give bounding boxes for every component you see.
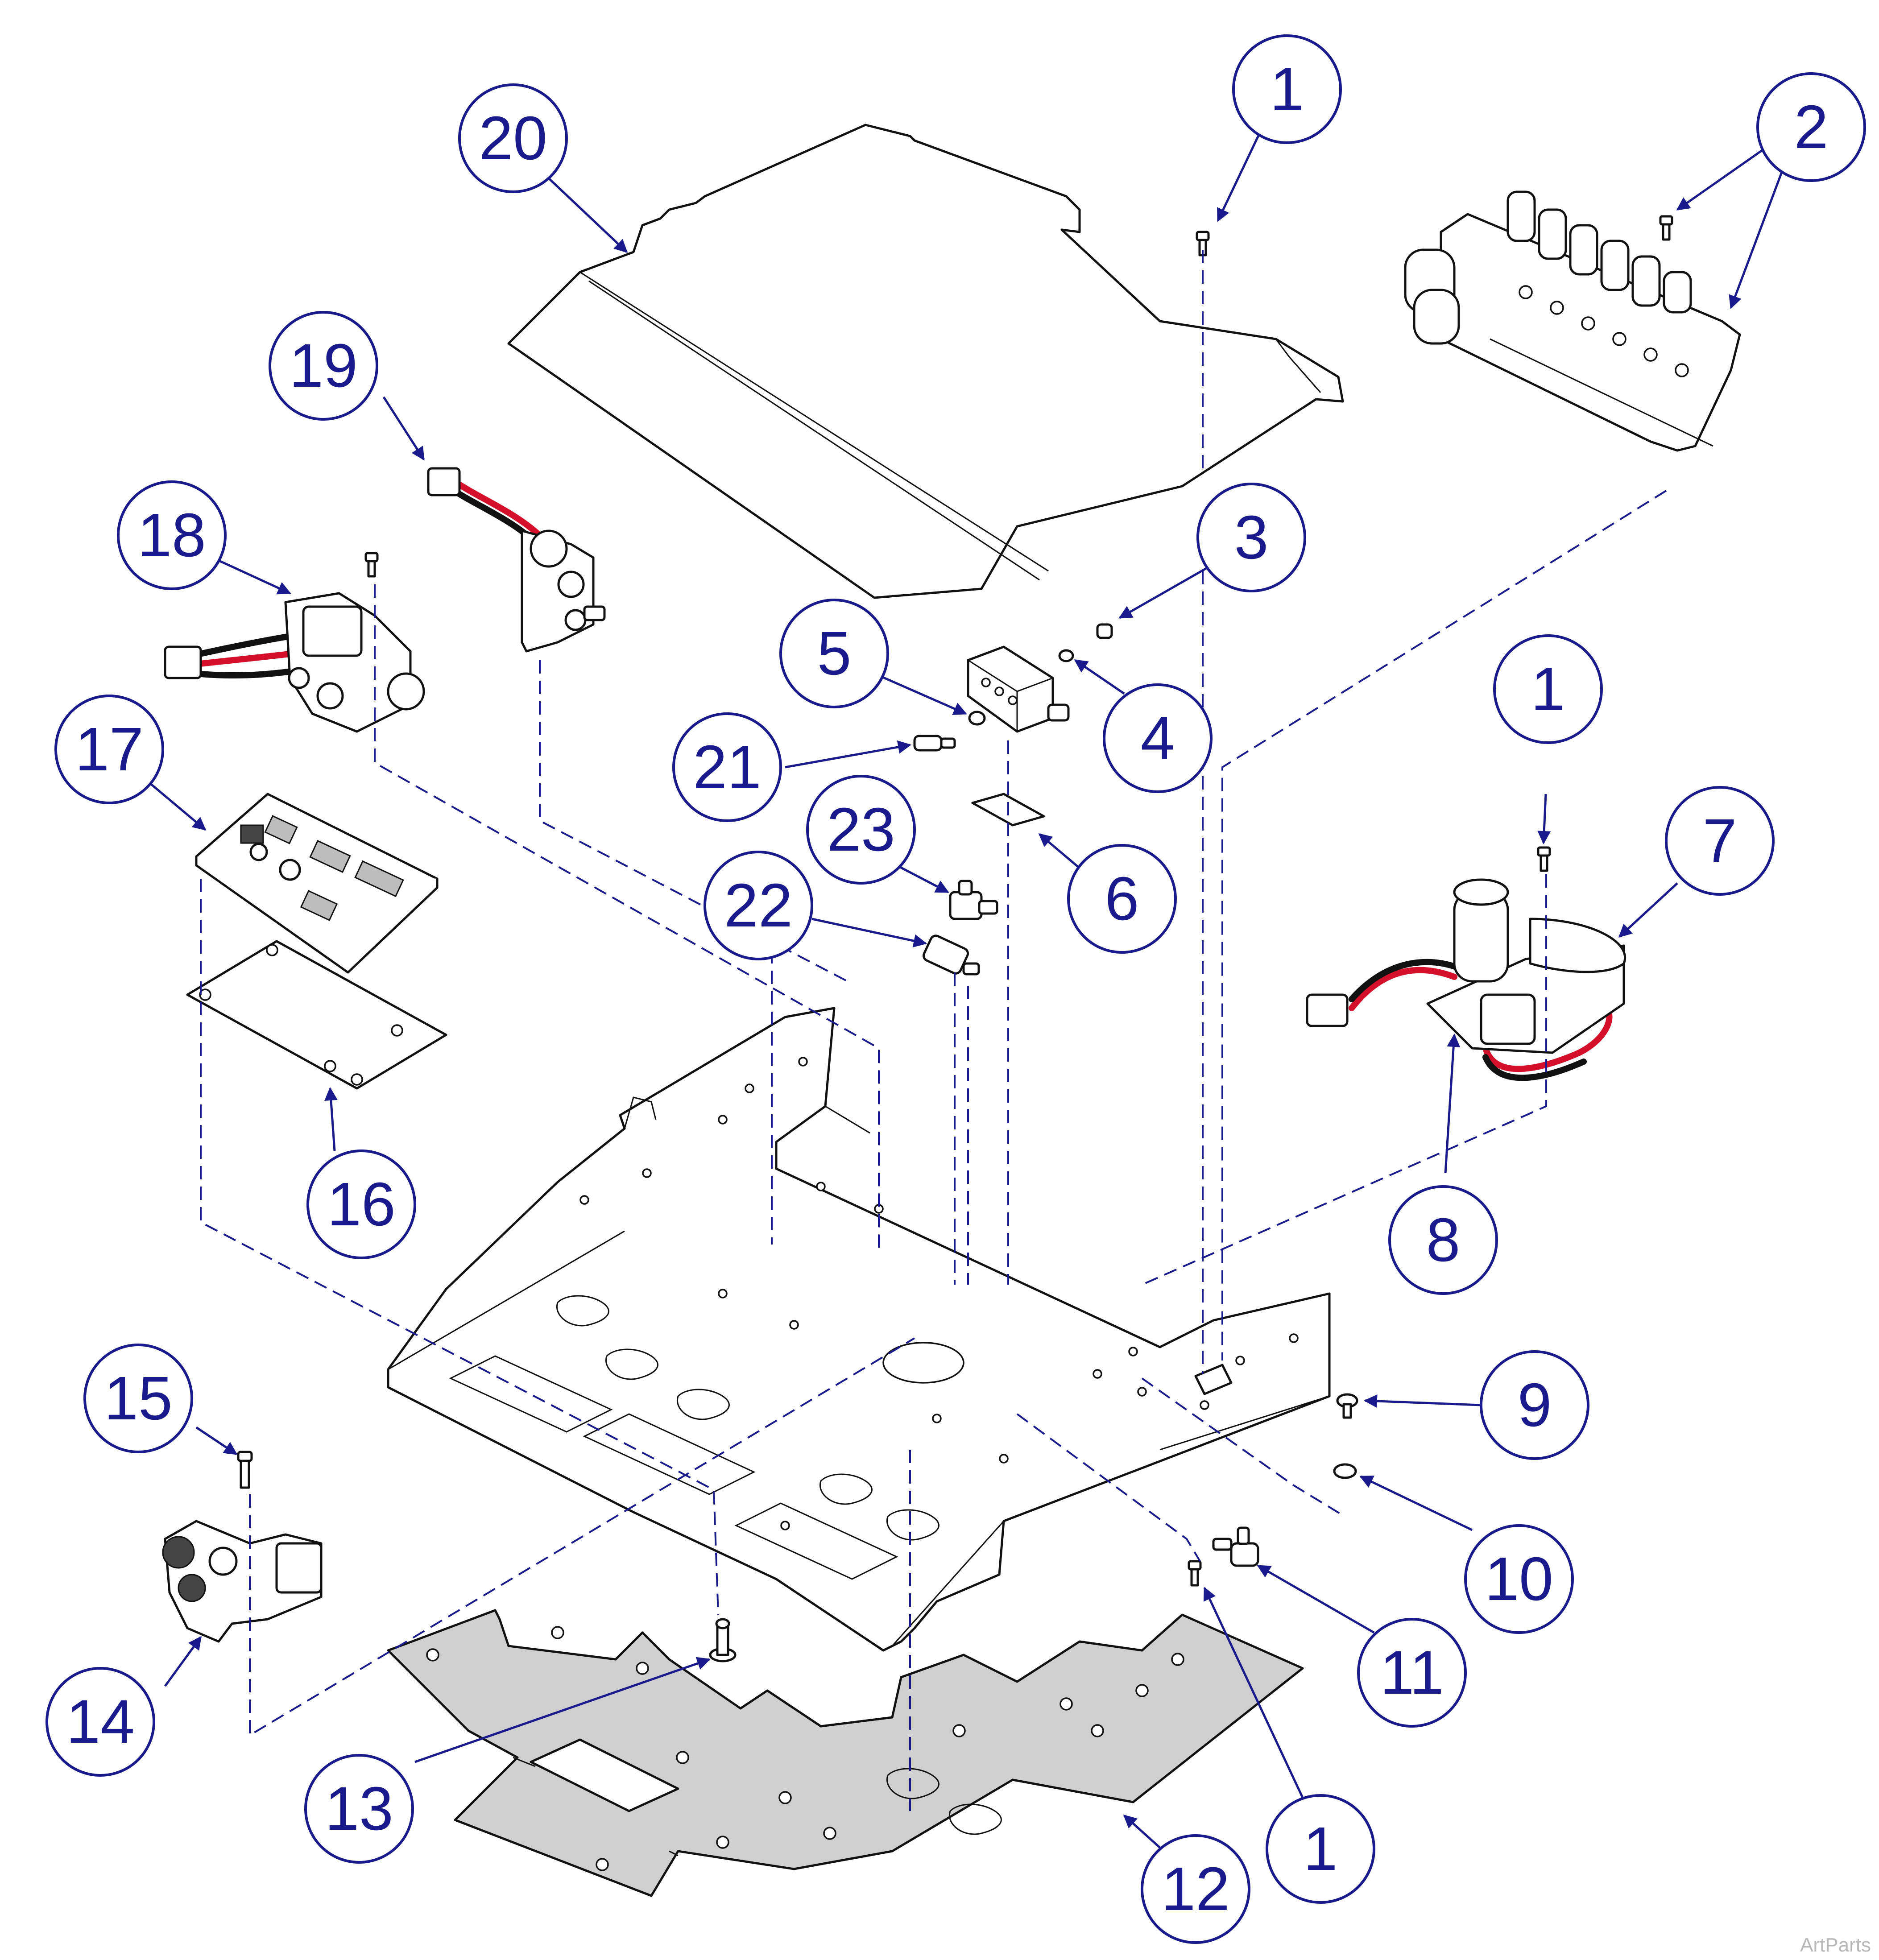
callout-label: 9 xyxy=(1518,1371,1552,1439)
pressure-switch-block xyxy=(967,645,1070,733)
callout-7: 7 xyxy=(1665,786,1775,896)
fitting-21 xyxy=(913,735,956,752)
pump-assembly xyxy=(1306,878,1626,1081)
switch-assembly xyxy=(162,1520,323,1643)
callout-label: 17 xyxy=(75,715,144,784)
callout-1-bottom: 1 xyxy=(1266,1794,1375,1904)
callout-19: 19 xyxy=(269,311,378,421)
standoff-13 xyxy=(709,1618,737,1662)
screw-7 xyxy=(1537,846,1551,872)
solenoid-valve-harness xyxy=(427,467,606,653)
circuit-board xyxy=(195,793,439,974)
callout-label: 15 xyxy=(104,1364,173,1433)
check-valve-23 xyxy=(949,880,998,920)
callout-label: 14 xyxy=(66,1687,135,1756)
callout-1-middle: 1 xyxy=(1493,634,1603,744)
callout-8: 8 xyxy=(1388,1185,1498,1295)
callout-label: 6 xyxy=(1105,864,1139,933)
callout-22: 22 xyxy=(704,851,813,960)
callout-3: 3 xyxy=(1196,483,1306,592)
insulator-gasket xyxy=(186,940,447,1090)
washer-4 xyxy=(1058,649,1074,662)
callout-20: 20 xyxy=(458,83,568,193)
callout-label: 19 xyxy=(289,331,358,400)
screw-9 xyxy=(1336,1393,1358,1419)
fitting-11 xyxy=(1212,1526,1259,1567)
callout-11: 11 xyxy=(1357,1618,1467,1728)
callout-12: 12 xyxy=(1141,1834,1250,1944)
callout-21: 21 xyxy=(672,712,782,822)
callout-23: 23 xyxy=(806,775,916,885)
callout-label: 2 xyxy=(1794,93,1829,161)
solenoid-with-cable xyxy=(164,592,425,733)
callout-label: 4 xyxy=(1141,704,1175,773)
valve-manifold-assembly xyxy=(1404,190,1741,452)
callout-label: 7 xyxy=(1703,806,1737,875)
callout-10: 10 xyxy=(1464,1524,1574,1634)
callout-6: 6 xyxy=(1067,844,1177,954)
callout-16: 16 xyxy=(306,1150,416,1259)
watermark-text: ArtParts xyxy=(1800,1934,1871,1956)
base-plate xyxy=(387,1609,1304,1897)
callout-label: 5 xyxy=(817,619,852,688)
screw-15 xyxy=(237,1451,253,1489)
screw-top-right xyxy=(1659,215,1673,241)
callout-label: 22 xyxy=(724,871,793,940)
screw-1c xyxy=(1188,1560,1202,1587)
callout-label: 13 xyxy=(325,1774,393,1843)
callout-label: 8 xyxy=(1426,1206,1461,1274)
callout-label: 23 xyxy=(827,795,895,864)
callout-9: 9 xyxy=(1480,1350,1589,1460)
inline-filter-22 xyxy=(922,935,980,976)
callout-14: 14 xyxy=(46,1667,155,1777)
lock-washer-10 xyxy=(1333,1463,1357,1479)
main-chassis-pan xyxy=(387,1007,1331,1652)
callout-15: 15 xyxy=(83,1344,193,1453)
callout-4: 4 xyxy=(1103,683,1213,793)
top-cover-plate xyxy=(507,124,1344,599)
screw-18 xyxy=(364,552,379,578)
callout-1-top: 1 xyxy=(1232,34,1342,144)
callout-label: 10 xyxy=(1485,1545,1553,1613)
callout-label: 3 xyxy=(1234,503,1269,572)
callout-13: 13 xyxy=(304,1754,414,1864)
callout-label: 18 xyxy=(137,501,206,570)
callout-label: 11 xyxy=(1380,1638,1444,1707)
callout-label: 1 xyxy=(1531,655,1565,724)
callout-2: 2 xyxy=(1756,72,1866,182)
screw-top-center xyxy=(1196,231,1210,256)
callout-label: 12 xyxy=(1161,1855,1230,1923)
callout-label: 16 xyxy=(327,1170,396,1239)
callout-18: 18 xyxy=(117,480,227,590)
washer-5 xyxy=(968,711,986,726)
callout-5: 5 xyxy=(779,599,889,708)
callout-label: 1 xyxy=(1304,1815,1338,1883)
callout-label: 21 xyxy=(693,733,762,802)
callout-label: 1 xyxy=(1270,55,1304,124)
leader-lines xyxy=(149,126,1792,1857)
callout-17: 17 xyxy=(54,695,164,804)
nut-3 xyxy=(1096,623,1113,639)
callout-label: 20 xyxy=(479,104,547,173)
